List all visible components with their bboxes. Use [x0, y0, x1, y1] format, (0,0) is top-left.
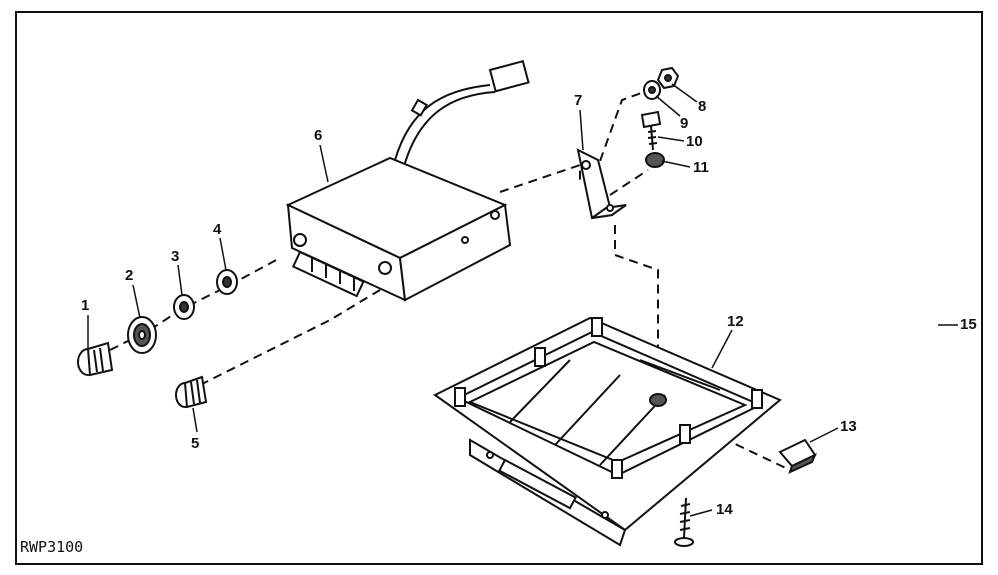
callout-10: 10	[686, 133, 703, 150]
clip-13	[780, 440, 815, 472]
leader-lines	[88, 84, 958, 516]
spacer-11	[646, 153, 664, 167]
nut-8	[658, 68, 678, 88]
callout-12: 12	[727, 313, 744, 330]
callout-15: 15	[960, 316, 977, 333]
callout-2: 2	[125, 267, 134, 284]
callout-13: 13	[840, 418, 857, 435]
bolt-10	[642, 112, 660, 150]
callout-11: 11	[693, 159, 709, 176]
callout-6: 6	[314, 127, 323, 144]
callout-1: 1	[81, 297, 90, 314]
callout-5: 5	[191, 435, 200, 452]
figure-code-label: RWP3100	[20, 538, 84, 556]
mounting-tray-12	[435, 318, 780, 545]
diagram-border	[16, 12, 982, 564]
callout-8: 8	[698, 98, 707, 115]
callout-9: 9	[680, 115, 689, 132]
bezel-2	[128, 317, 156, 353]
screw-14	[675, 498, 693, 546]
bracket-7	[578, 150, 626, 218]
washer-9	[644, 81, 660, 99]
knob-1	[78, 343, 112, 375]
callout-7: 7	[574, 92, 583, 109]
nut-4	[217, 270, 237, 294]
radio-unit-6	[288, 61, 529, 300]
callout-3: 3	[171, 248, 180, 265]
nut-3	[174, 295, 194, 319]
callout-14: 14	[716, 501, 733, 518]
knob-5	[176, 377, 206, 407]
callout-4: 4	[213, 221, 222, 238]
